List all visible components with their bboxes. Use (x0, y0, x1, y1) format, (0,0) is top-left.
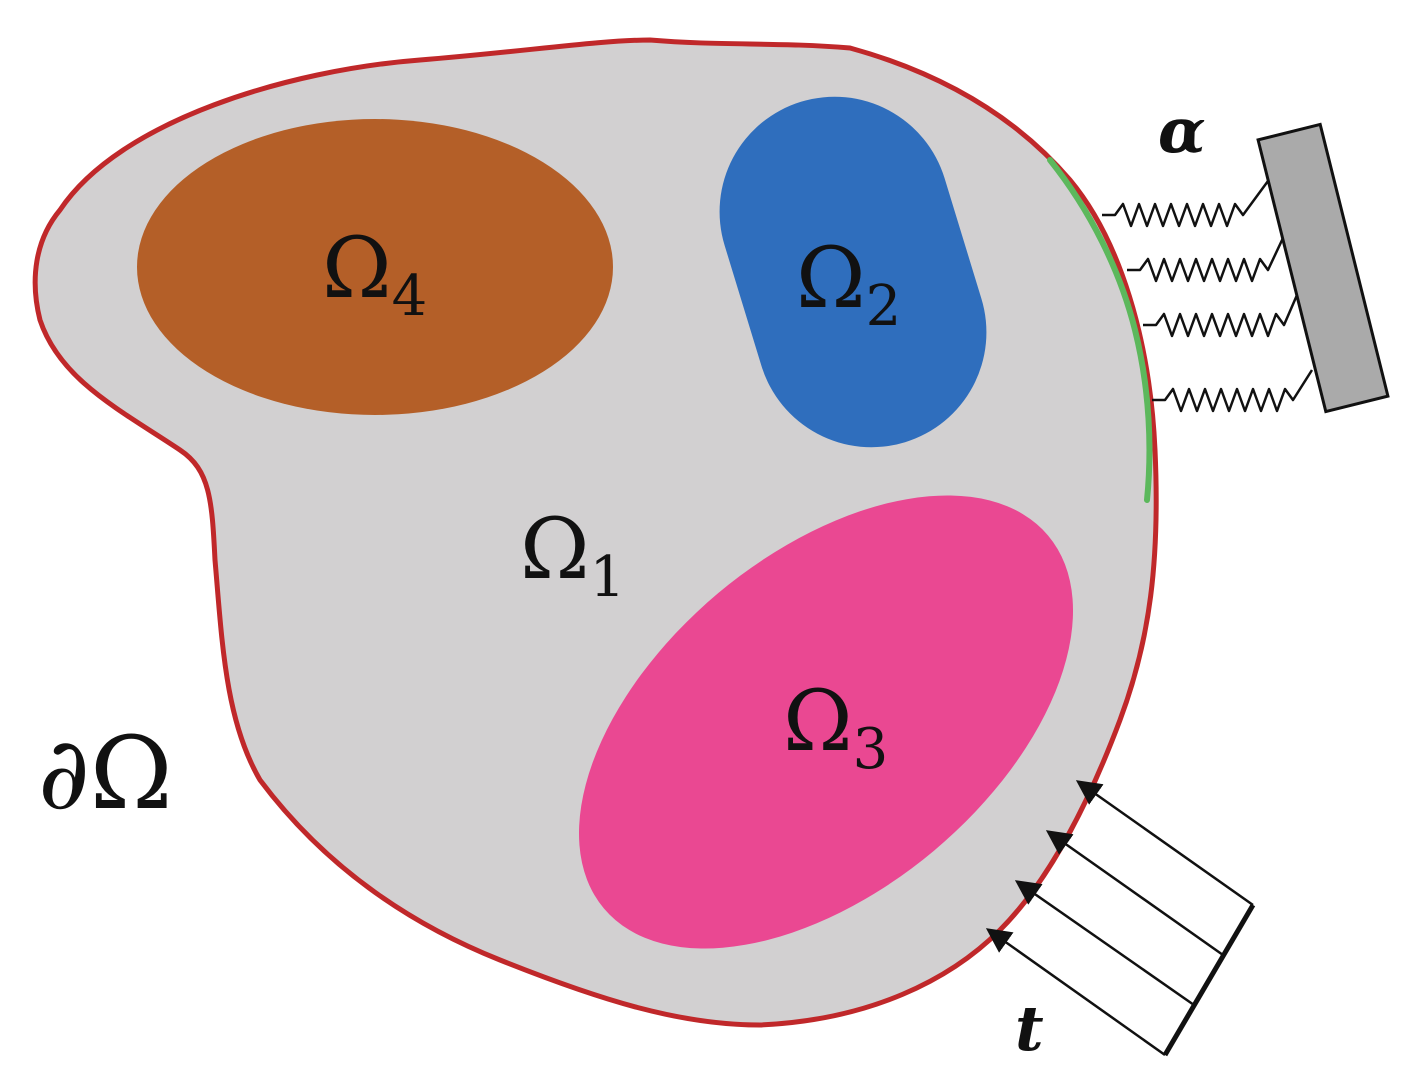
label-traction: t (1015, 992, 1044, 1065)
subdomain-omega-2 (719, 96, 987, 448)
spring-1 (1102, 180, 1270, 228)
traction-bar (1162, 903, 1256, 1057)
label-alpha: α (1158, 94, 1206, 167)
traction-arrow-4 (985, 928, 1166, 1057)
label-omega-4: Ω4 (322, 219, 427, 329)
traction-arrows (985, 780, 1256, 1057)
label-boundary: ∂Ω (38, 715, 173, 832)
subdomain-omega-3 (578, 495, 1074, 949)
label-omega-3: Ω3 (783, 672, 888, 782)
springs (1102, 180, 1314, 413)
label-omega-1: Ω1 (520, 500, 625, 610)
subdomain-omega-4 (137, 119, 613, 415)
spring-4 (1152, 369, 1314, 413)
traction-arrow-2 (1045, 830, 1224, 957)
spring-3 (1143, 294, 1299, 338)
traction-arrow-1 (1075, 780, 1254, 907)
traction-arrow-3 (1014, 880, 1195, 1007)
spring-2 (1127, 237, 1285, 283)
robin-boundary-segment (1047, 157, 1153, 503)
support-block (1256, 122, 1390, 414)
label-omega-2: Ω2 (796, 229, 901, 339)
